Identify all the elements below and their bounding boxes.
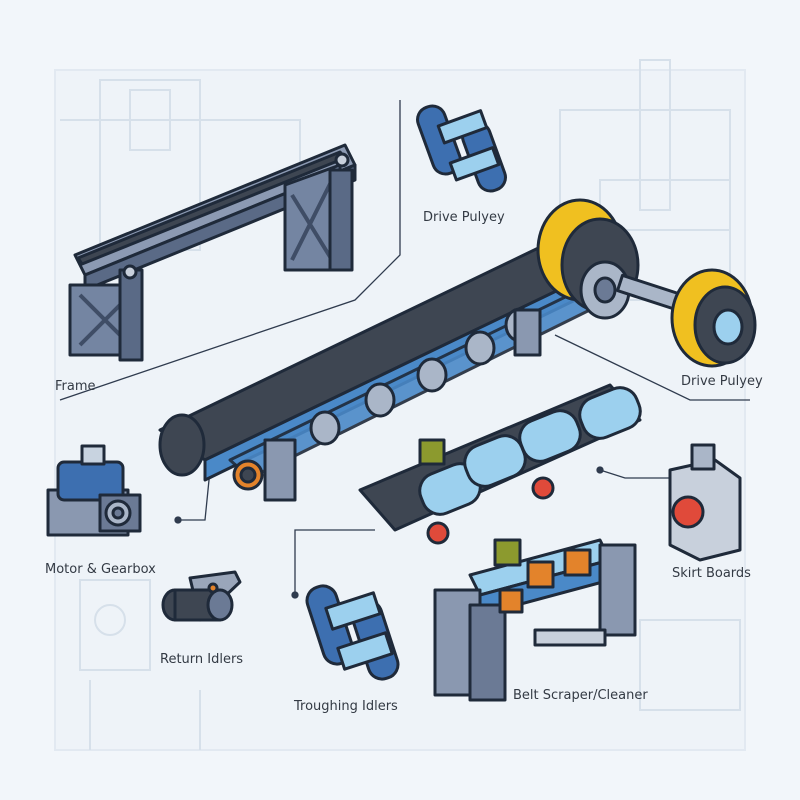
skirt-boards-illustration <box>668 443 742 562</box>
return-idlers-illustration <box>161 570 242 622</box>
belt-scraper-illustration <box>433 538 637 702</box>
label-motor-gearbox: Motor & Gearbox <box>45 562 156 577</box>
label-drive-pulley-top: Drive Pulyey <box>423 210 505 225</box>
motor-gearbox-illustration <box>46 444 142 537</box>
leader-lines <box>59 100 750 599</box>
frame-illustration <box>68 143 357 362</box>
label-frame: Frame <box>55 379 96 394</box>
label-belt-scraper: Belt Scraper/Cleaner <box>513 688 648 703</box>
troughing-idlers-illustration <box>305 584 400 681</box>
label-return-idlers: Return Idlers <box>160 652 244 667</box>
drive-pulley-link-illustration <box>416 104 507 193</box>
label-drive-pulley-right: Drive Pulyey <box>681 374 763 389</box>
lower-roller-conveyor-illustration <box>358 383 642 545</box>
label-troughing-idlers: Troughing Idlers <box>294 699 398 714</box>
label-skirt-boards: Skirt Boards <box>672 566 751 581</box>
drive-pulley-illustration <box>536 198 757 368</box>
